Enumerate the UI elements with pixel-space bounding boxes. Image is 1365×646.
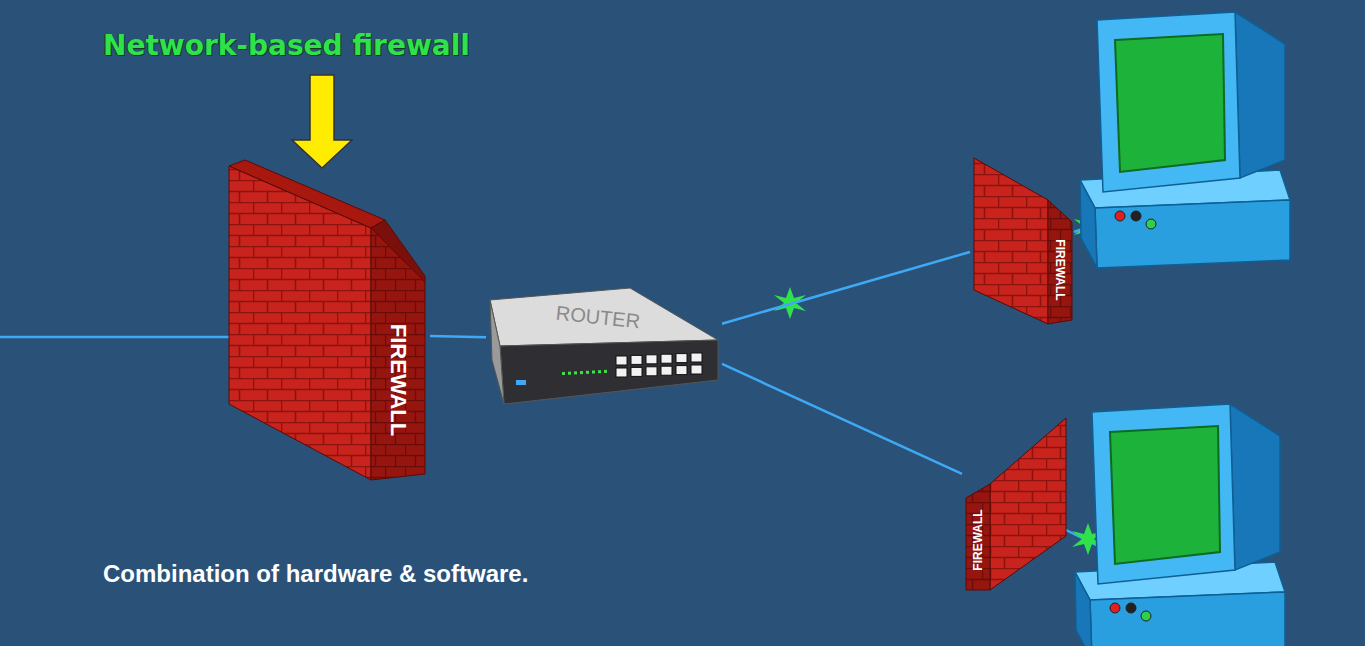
network-link <box>722 252 970 324</box>
pointer-arrow <box>292 75 352 168</box>
computer <box>1075 404 1285 646</box>
firewall-label: FIREWALL <box>1054 239 1066 300</box>
firewall-wall-shape <box>225 158 430 486</box>
firewall-label: FIREWALL <box>387 324 409 436</box>
computer <box>1080 12 1290 268</box>
heading: Network-based firewall <box>103 29 470 62</box>
firewall-wall: FIREWALL <box>962 414 1070 594</box>
router-box: ROUTER <box>486 284 722 408</box>
caption: Combination of hardware & software. <box>103 560 528 588</box>
firewall-wall: FIREWALL <box>225 158 430 486</box>
firewall-label: FIREWALL <box>972 509 984 570</box>
network-link <box>722 364 962 474</box>
firewall-wall: FIREWALL <box>970 152 1076 327</box>
network-link <box>430 336 486 337</box>
router-box-shape <box>486 284 722 408</box>
